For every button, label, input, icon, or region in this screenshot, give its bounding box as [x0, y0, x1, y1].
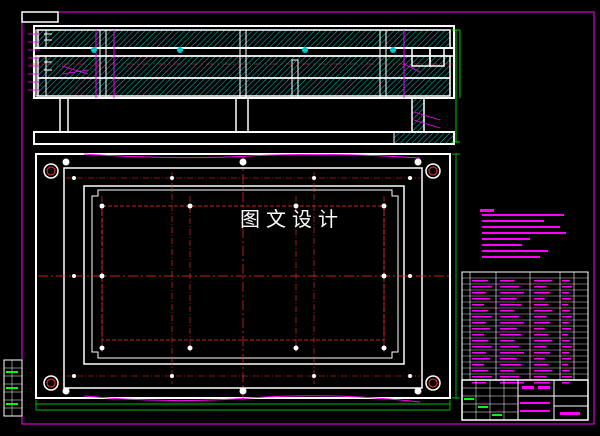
bom-cell — [500, 298, 517, 300]
bom-cell — [562, 352, 569, 354]
bom-cell — [534, 316, 547, 318]
bom-cell — [500, 280, 515, 282]
bom-cell — [562, 280, 570, 282]
title-block — [461, 379, 589, 421]
bom-cell — [472, 292, 486, 294]
bom-cell — [562, 370, 570, 372]
bom-cell — [562, 334, 568, 336]
bom-cell — [562, 358, 571, 360]
bom-cell — [562, 382, 569, 384]
bom-cell — [562, 346, 572, 348]
bom-cell — [534, 370, 552, 372]
bom-cell — [472, 358, 490, 360]
bom-cell — [562, 298, 571, 300]
bom-cell — [534, 328, 545, 330]
bom-cell — [472, 370, 488, 372]
bom-cell — [500, 346, 520, 348]
bom-cell — [472, 316, 492, 318]
bom-cell — [472, 346, 492, 348]
bom-cell — [472, 334, 484, 336]
bom-cell — [500, 352, 524, 354]
bom-cell — [500, 340, 515, 342]
bom-cell — [500, 322, 524, 324]
bom-cell — [500, 286, 520, 288]
bom-cell — [534, 340, 552, 342]
bom-cell — [472, 322, 486, 324]
bom-cell — [472, 310, 488, 312]
bom-cell — [472, 382, 486, 384]
bom-cell — [534, 382, 551, 384]
bom-cell — [534, 310, 552, 312]
bom-cell — [472, 304, 484, 306]
bom-cell — [534, 358, 545, 360]
bom-cell — [562, 364, 568, 366]
bom-cell — [562, 310, 570, 312]
bom-cell — [534, 322, 551, 324]
watermark-text: 图文设计 — [240, 207, 344, 231]
bom-cell — [534, 298, 545, 300]
bom-cell — [534, 292, 551, 294]
bom-cell — [472, 376, 492, 378]
bill-of-materials — [461, 271, 589, 384]
bom-cell — [562, 340, 570, 342]
bom-cell — [500, 382, 524, 384]
bom-cell — [472, 364, 484, 366]
bom-cell — [534, 346, 547, 348]
bom-cell — [472, 298, 490, 300]
bom-cell — [500, 370, 515, 372]
bom-cell — [562, 322, 569, 324]
sheet-border — [21, 11, 595, 425]
bom-cell — [500, 364, 522, 366]
bom-cell — [562, 328, 571, 330]
technical-notes — [480, 209, 566, 258]
bom-cell — [534, 286, 547, 288]
revision-table — [3, 359, 23, 417]
bom-cell — [500, 304, 522, 306]
bom-cell — [562, 286, 572, 288]
bom-cell — [500, 316, 520, 318]
corner-tab — [21, 11, 59, 23]
bom-cell — [500, 358, 517, 360]
bom-cell — [500, 376, 520, 378]
bom-cell — [534, 280, 552, 282]
bom-cell — [562, 316, 572, 318]
bom-cell — [562, 304, 568, 306]
bom-cell — [472, 340, 488, 342]
bom-cell — [500, 310, 515, 312]
bom-cell — [472, 352, 486, 354]
plan-view — [35, 153, 460, 411]
section-view — [28, 25, 461, 145]
bom-cell — [472, 286, 492, 288]
bom-cell — [472, 280, 488, 282]
bom-cell — [500, 334, 522, 336]
bom-cell — [534, 304, 549, 306]
bom-cell — [472, 328, 490, 330]
bom-cell — [534, 352, 551, 354]
bom-cell — [500, 292, 524, 294]
bom-cell — [562, 376, 572, 378]
bom-cell — [562, 292, 569, 294]
bom-cell — [534, 364, 549, 366]
bom-cell — [500, 328, 517, 330]
bom-cell — [534, 376, 547, 378]
bom-cell — [534, 334, 549, 336]
